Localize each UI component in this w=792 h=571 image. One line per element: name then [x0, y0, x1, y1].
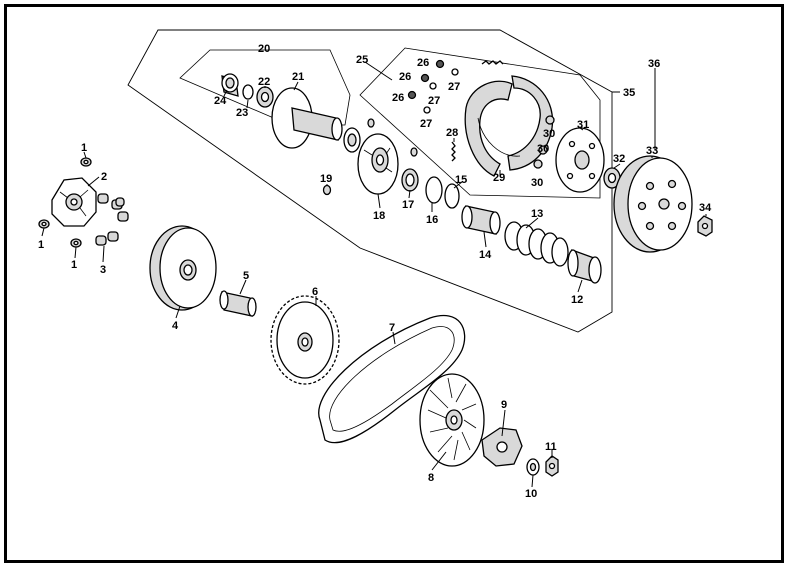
part-4-movable-drive-face [149, 225, 217, 311]
callout-28: 28 [446, 127, 458, 139]
part-34-nut [697, 215, 713, 237]
part-16-o-ring [425, 176, 443, 204]
callout-30: 30 [537, 143, 549, 155]
part-13-compression-spring [504, 221, 569, 267]
callout-27: 27 [428, 95, 440, 107]
part-27-washer [429, 82, 437, 90]
part-26-nut [435, 59, 445, 69]
part-19-guide-pin [322, 118, 418, 196]
callout-27: 27 [420, 118, 432, 130]
part-28-shoe-spring [451, 141, 456, 162]
part-17-oil-seal [401, 168, 419, 192]
callout-7: 7 [389, 322, 395, 334]
callout-21: 21 [292, 71, 304, 83]
callout-26: 26 [399, 71, 411, 83]
part-12-collar [567, 249, 602, 284]
callout-26: 26 [392, 92, 404, 104]
leader-lines [41, 61, 707, 488]
part-26-nut [407, 90, 417, 100]
part-2-ramp-plate [51, 177, 97, 227]
callout-34: 34 [699, 202, 712, 214]
callout-36: 36 [648, 58, 660, 70]
callout-1: 1 [81, 142, 87, 154]
callout-24: 24 [214, 95, 227, 107]
part-26-nut [420, 73, 430, 83]
callout-31: 31 [577, 119, 589, 131]
callout-33: 33 [646, 145, 658, 157]
driven-pulley-group-outline [179, 49, 351, 126]
part-32-nut [603, 167, 621, 189]
diagram-border [4, 4, 784, 563]
part-22-bearing [256, 86, 274, 108]
callout-17: 17 [402, 199, 414, 211]
part-3-weight-rollers [95, 193, 129, 246]
part-30-pin [538, 145, 548, 155]
part-21-fixed-driven-face [271, 87, 361, 153]
callout-29: 29 [493, 172, 505, 184]
part-24-needle-bearing [221, 73, 239, 97]
callout-13: 13 [531, 208, 543, 220]
callout-23: 23 [236, 107, 248, 119]
part-30-pin [545, 115, 555, 125]
part-23-circlip [242, 84, 254, 100]
callout-22: 22 [258, 76, 270, 88]
part-6-starter-gear [270, 295, 340, 385]
part-1-washer [80, 157, 92, 167]
callout-14: 14 [479, 249, 492, 261]
part-27-washer [423, 106, 431, 114]
callout-5: 5 [243, 270, 249, 282]
callout-11: 11 [545, 441, 557, 453]
callout-15: 15 [455, 174, 467, 186]
part-8-fan-drive-face [419, 373, 485, 467]
callout-20: 20 [258, 43, 270, 55]
callout-19: 19 [320, 173, 332, 185]
part-15-o-ring [444, 183, 460, 209]
callout-10: 10 [525, 488, 537, 500]
part-5-collar [219, 290, 257, 317]
part-31-drive-plate [555, 127, 605, 193]
callout-30: 30 [531, 177, 543, 189]
callout-27: 27 [448, 81, 460, 93]
part-28-shoe-spring-upper [481, 60, 504, 65]
part-27-washer [451, 68, 459, 76]
part-1-washer [70, 238, 82, 248]
callout-18: 18 [373, 210, 385, 222]
part-10-washer [526, 458, 540, 476]
part-14-sleeve [461, 205, 501, 235]
callout-25: 25 [356, 54, 368, 66]
clutch-shoe-group-outline [359, 47, 601, 199]
part-30-pin [533, 159, 543, 169]
callout-12: 12 [571, 294, 583, 306]
callout-1: 1 [71, 259, 77, 271]
callout-labels: 1 2 1 1 3 4 5 6 7 8 9 10 11 12 13 14 15 … [38, 43, 712, 500]
part-33-clutch-outer [613, 155, 693, 253]
callout-16: 16 [426, 214, 438, 226]
callout-6: 6 [312, 286, 318, 298]
part-18-movable-driven-face [357, 133, 399, 195]
callout-35: 35 [623, 87, 635, 99]
clutch-assembly-outline [127, 29, 613, 333]
callout-8: 8 [428, 472, 434, 484]
part-7-drive-belt [318, 315, 466, 444]
callout-9: 9 [501, 399, 507, 411]
callout-26: 26 [417, 57, 429, 69]
callout-3: 3 [100, 264, 106, 276]
callout-32: 32 [613, 153, 625, 165]
callout-30: 30 [543, 128, 555, 140]
callout-4: 4 [172, 320, 179, 332]
part-11-nut [545, 455, 559, 477]
callout-2: 2 [101, 171, 107, 183]
part-1-washer [38, 219, 50, 229]
callout-1: 1 [38, 239, 44, 251]
